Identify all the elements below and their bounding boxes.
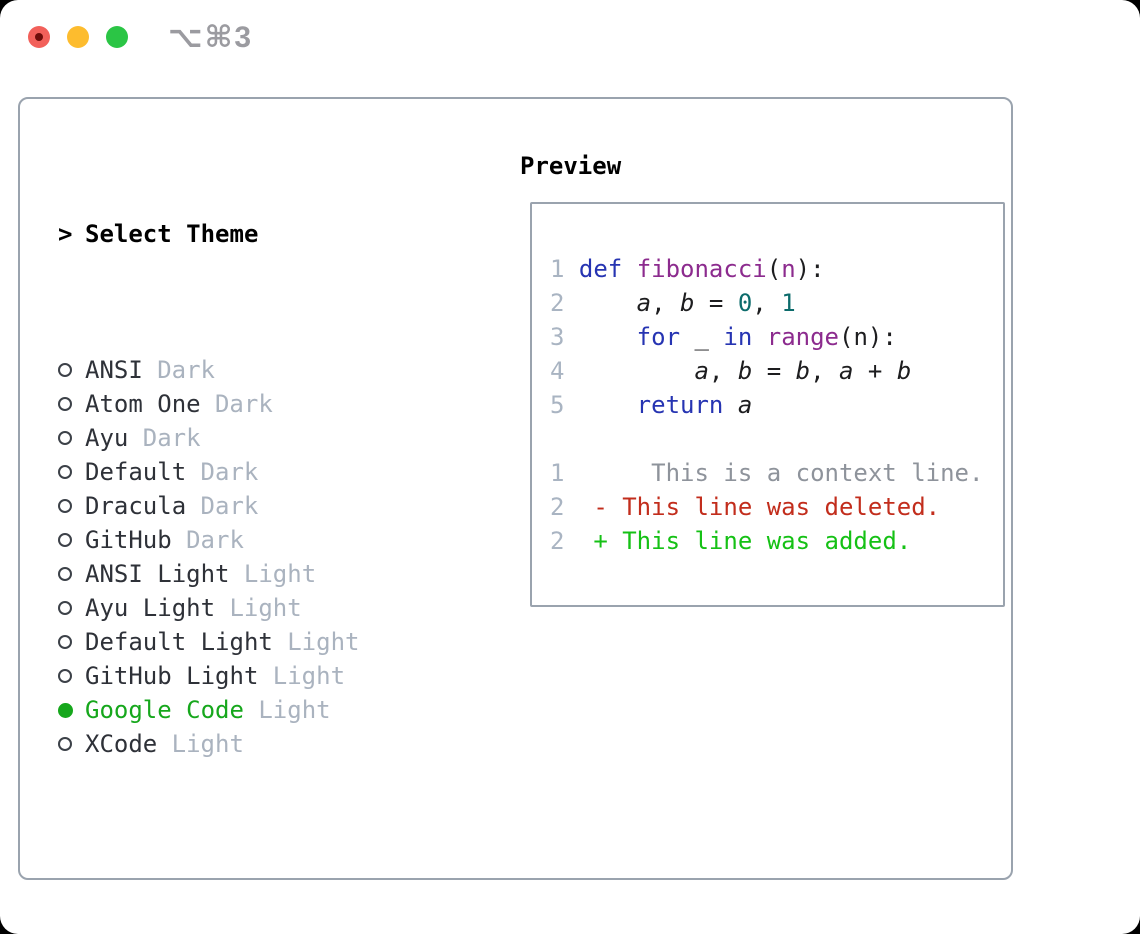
minimize-button[interactable] [67, 26, 89, 48]
theme-item[interactable]: Ayu Light Light [58, 591, 463, 625]
radio-selected-icon [58, 702, 85, 718]
theme-item-name: Dracula [85, 492, 187, 520]
radio-icon [58, 567, 85, 581]
theme-item-tag: Light [258, 696, 331, 724]
line-number: 2 [550, 493, 565, 521]
theme-item[interactable]: ANSI Dark [58, 353, 463, 387]
theme-item-name: Default [85, 458, 187, 486]
line-number: 3 [550, 323, 565, 351]
apply-to-section: Apply To User SettingsWorkspace Settings [58, 897, 463, 934]
theme-item-name: Ayu Light [85, 594, 216, 622]
radio-icon [58, 533, 85, 547]
theme-item-tag: Light [229, 594, 302, 622]
theme-item[interactable]: Default Dark [58, 455, 463, 489]
line-number: 1 [550, 459, 565, 487]
theme-item-tag: Dark [214, 390, 273, 418]
theme-item-name: Google Code [85, 696, 244, 724]
theme-item[interactable]: XCode Light [58, 727, 463, 761]
theme-item-name: Atom One [85, 390, 201, 418]
theme-item[interactable]: Ayu Dark [58, 421, 463, 455]
radio-icon [58, 363, 85, 377]
select-theme-label: Select Theme [85, 220, 259, 248]
theme-item-name: XCode [85, 730, 158, 758]
code-line: 4 a, b = b, a + b [550, 354, 1003, 388]
theme-item-tag: Dark [200, 492, 259, 520]
theme-item-tag: Light [272, 662, 346, 690]
theme-item[interactable]: Google Code Light [58, 693, 463, 727]
code-line: 3 for _ in range(n): [550, 320, 1003, 354]
theme-item-tag: Light [171, 730, 244, 758]
radio-icon [58, 737, 85, 751]
theme-item-tag: Light [243, 560, 317, 588]
theme-item-name: ANSI [85, 356, 143, 384]
close-dot-icon [35, 33, 43, 41]
theme-item[interactable]: GitHub Dark [58, 523, 463, 557]
theme-item-tag: Dark [142, 424, 201, 452]
theme-item[interactable]: GitHub Light Light [58, 659, 463, 693]
radio-icon [58, 635, 85, 649]
line-number: 2 [550, 527, 565, 555]
code-line: 2 + This line was added. [550, 524, 1003, 558]
theme-item-name: Default Light [85, 628, 273, 656]
theme-item-name: GitHub Light [85, 662, 259, 690]
radio-icon [58, 669, 85, 683]
radio-icon [58, 397, 85, 411]
line-number: 4 [550, 357, 565, 385]
focus-cursor-icon: > [58, 220, 73, 248]
theme-item-name: Ayu [85, 424, 129, 452]
code-line: 2 - This line was deleted. [550, 490, 1003, 524]
theme-item[interactable]: Atom One Dark [58, 387, 463, 421]
code-line: 2 a, b = 0, 1 [550, 286, 1003, 320]
zoom-button[interactable] [106, 26, 128, 48]
theme-item-tag: Dark [157, 356, 215, 384]
radio-icon [58, 465, 85, 479]
window-title: ⌥⌘3 [168, 21, 254, 54]
close-button[interactable] [28, 26, 50, 48]
theme-item[interactable]: Dracula Dark [58, 489, 463, 523]
code-line: 5 return a [550, 388, 1003, 422]
theme-item-tag: Dark [186, 526, 244, 554]
diff-preview: 1 This is a context line.2 - This line w… [550, 456, 1003, 558]
preview-label: Preview [520, 152, 622, 180]
code-line: 1 This is a context line. [550, 456, 1003, 490]
theme-item-tag: Light [287, 628, 360, 656]
line-number: 1 [550, 255, 565, 283]
select-theme-header: > Select Theme [58, 217, 463, 251]
theme-item[interactable]: Default Light Light [58, 625, 463, 659]
line-number: 5 [550, 391, 565, 419]
theme-item-name: GitHub [85, 526, 172, 554]
theme-item-tag: Dark [200, 458, 259, 486]
theme-item-name: ANSI Light [85, 560, 230, 588]
theme-item[interactable]: ANSI Light Light [58, 557, 463, 591]
radio-icon [58, 601, 85, 615]
radio-icon [58, 431, 85, 445]
line-number: 2 [550, 289, 565, 317]
radio-icon [58, 499, 85, 513]
titlebar: ⌥⌘3 [0, 0, 1140, 70]
